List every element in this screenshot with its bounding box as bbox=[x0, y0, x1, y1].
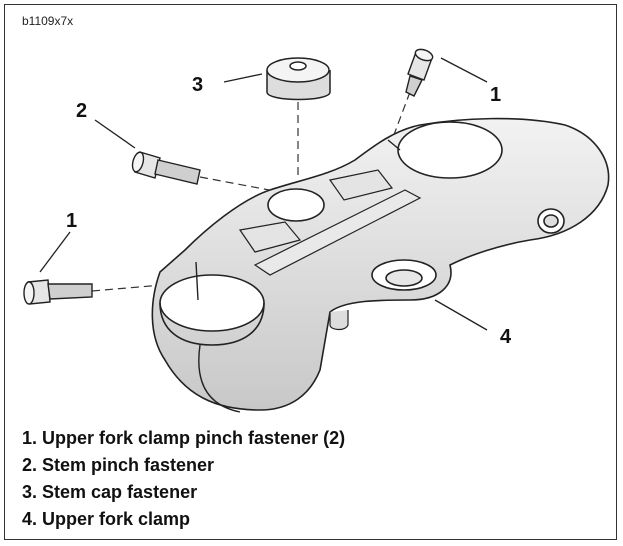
callout-3: 3 bbox=[192, 74, 204, 96]
pinch-fastener-top bbox=[405, 48, 434, 97]
callout-2: 2 bbox=[76, 100, 88, 122]
stem-pinch-fastener bbox=[131, 151, 201, 185]
legend-item: 2. Stem pinch fastener bbox=[22, 455, 215, 475]
stem-cap-fastener bbox=[266, 57, 331, 101]
legend-item: 1. Upper fork clamp pinch fastener (2) bbox=[22, 428, 346, 448]
leader-lines bbox=[39, 57, 488, 331]
legend-item: 3. Stem cap fastener bbox=[22, 482, 198, 502]
legend-item: 4. Upper fork clamp bbox=[22, 509, 191, 529]
parts-legend: 1. Upper fork clamp pinch fastener (2) 2… bbox=[22, 425, 345, 533]
callout-4: 4 bbox=[500, 326, 512, 348]
callout-1-left: 1 bbox=[66, 210, 78, 232]
pinch-fastener-left bbox=[23, 279, 93, 305]
upper-fork-clamp bbox=[151, 117, 610, 413]
callout-1-top: 1 bbox=[490, 84, 502, 106]
figure-id: b1109x7x bbox=[22, 14, 74, 28]
